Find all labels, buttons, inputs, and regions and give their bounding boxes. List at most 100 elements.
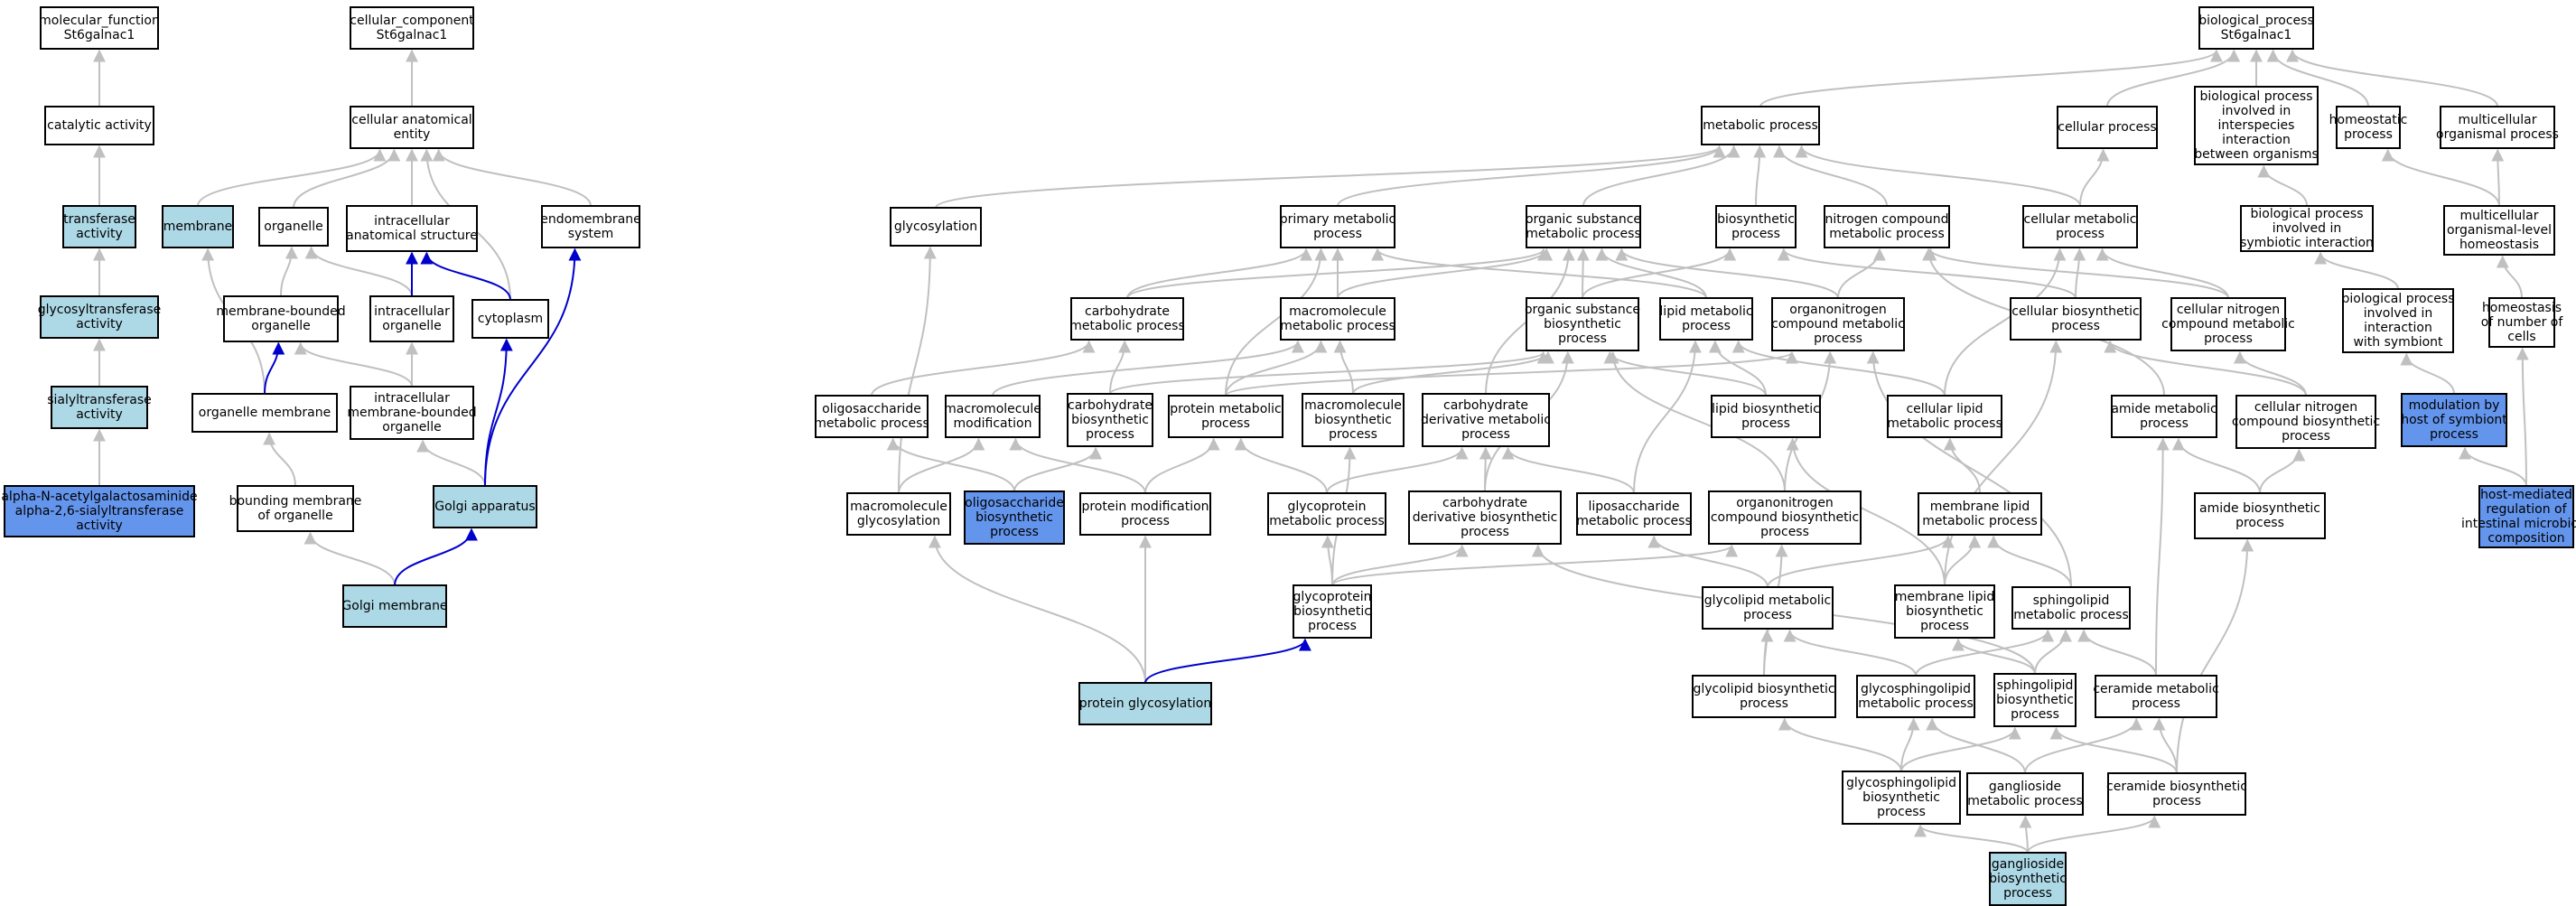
node-organelle[interactable]: organelle: [258, 207, 329, 247]
edge-org_sub_bio-to-org_sub_met: [1576, 248, 1590, 299]
node-label-line: process: [2132, 696, 2180, 711]
node-label-line: biosynthetic: [1314, 413, 1392, 427]
node-label-line: St6galnac1: [377, 28, 448, 42]
node-membrane[interactable]: membrane: [162, 205, 234, 248]
edge-lipid_bio-to-lipid_met: [1708, 340, 1767, 397]
node-golgi_app[interactable]: Golgi apparatus: [433, 485, 537, 528]
node-org_membrane[interactable]: organelle membrane: [191, 393, 338, 433]
node-box: [223, 295, 339, 342]
node-label-line: metabolic process: [1526, 227, 1641, 241]
node-box: [2057, 106, 2158, 149]
node-label-line: interaction: [2222, 133, 2291, 147]
node-golgi_mem[interactable]: Golgi membrane: [341, 584, 448, 628]
node-glycosylation[interactable]: glycosylation: [890, 207, 982, 247]
node-box: [1702, 586, 1834, 630]
node-label-line: organonitrogen: [1789, 303, 1887, 317]
node-label-line: glycolipid metabolic: [1704, 593, 1831, 608]
node-alpha_n[interactable]: alpha-N-acetylgalactosaminidealpha-2,6-s…: [1, 485, 198, 537]
node-box: [191, 393, 338, 433]
node-label-line: process: [1461, 427, 1510, 442]
node-label-line: metabolic process: [1887, 416, 2002, 431]
edge-glycolipid_met-to-membrane_lipid_met: [1767, 535, 1955, 588]
node-cellular_proc[interactable]: cellular process: [2057, 106, 2158, 149]
node-label-line: process: [1086, 427, 1134, 442]
node-label-line: intracellular: [374, 304, 450, 319]
node-protein_glyc[interactable]: protein glycosylation: [1078, 682, 1212, 725]
node-cytoplasm[interactable]: cytoplasm: [471, 299, 549, 339]
node-label-line: lipid biosynthetic: [1712, 402, 1820, 416]
node-label-line: oligosaccharide: [965, 496, 1064, 510]
node-label-line: process: [2051, 319, 2100, 333]
node-metabolic[interactable]: metabolic process: [1701, 106, 1820, 145]
edge-organonitrogen_met-to-nitrogen_cmp_met: [1837, 248, 1886, 299]
node-catalytic[interactable]: catalytic activity: [44, 106, 154, 145]
node-label-line: lipid metabolic: [1659, 304, 1752, 319]
